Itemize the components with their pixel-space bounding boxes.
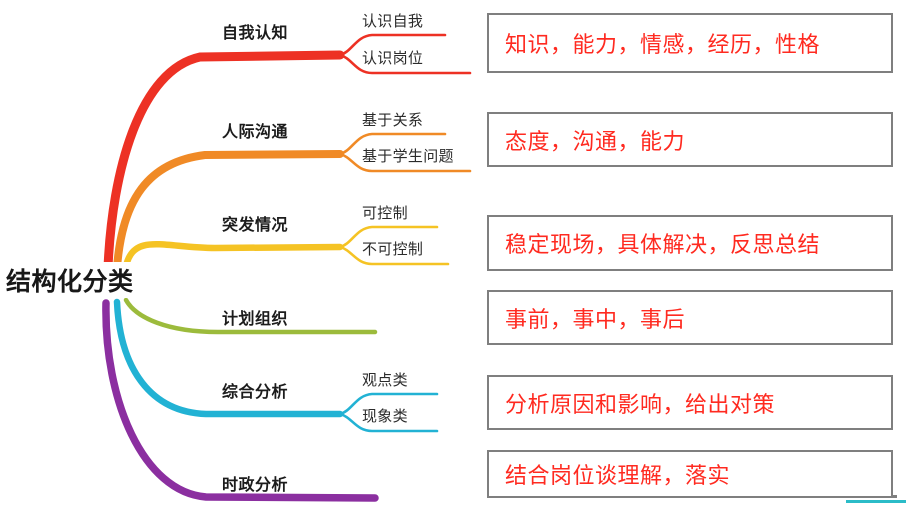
note-box-5[interactable]: 分析原因和影响，给出对策: [487, 375, 893, 430]
note-box-4[interactable]: 事前，事中，事后: [487, 290, 893, 345]
sub-label-3-2[interactable]: 不可控制: [362, 241, 424, 258]
branch-label-5[interactable]: 综合分析: [222, 384, 289, 401]
note-text-2: 态度，沟通，能力: [505, 128, 686, 154]
note-text-6: 结合岗位谈理解，落实: [505, 463, 731, 488]
sub-label-5-1[interactable]: 观点类: [362, 372, 408, 389]
branch-label-6[interactable]: 时政分析: [222, 477, 289, 494]
note-box-6[interactable]: 结合岗位谈理解，落实: [487, 450, 893, 498]
branch-label-4[interactable]: 计划组织: [222, 311, 289, 328]
sub-label-1-1[interactable]: 认识自我: [362, 13, 424, 30]
branch-label-1[interactable]: 自我认知: [222, 25, 289, 42]
note-box-3[interactable]: 稳定现场，具体解决，反思总结: [487, 215, 893, 271]
sub-label-2-2[interactable]: 基于学生问题: [362, 148, 454, 165]
branch-curve-1: [103, 50, 345, 273]
note-text-1: 知识，能力，情感，经历，性格: [505, 32, 821, 57]
sub-label-1-2[interactable]: 认识岗位: [362, 50, 424, 67]
sub-label-3-1[interactable]: 可控制: [362, 205, 408, 222]
note-box-1[interactable]: 知识，能力，情感，经历，性格: [487, 13, 893, 73]
sub-label-2-1[interactable]: 基于关系: [362, 112, 424, 129]
note-text-3: 稳定现场，具体解决，反思总结: [505, 232, 821, 257]
branch-label-2[interactable]: 人际沟通: [222, 124, 289, 141]
branch-label-3[interactable]: 突发情况: [222, 217, 289, 234]
root-node-label: 结构化分类: [6, 268, 134, 296]
bottom-rule-teal: [846, 500, 906, 503]
note-text-4: 事前，事中，事后: [505, 306, 686, 332]
note-text-5: 分析原因和影响，给出对策: [505, 391, 776, 417]
note-box-2[interactable]: 态度，沟通，能力: [487, 112, 893, 167]
root-node[interactable]: 结构化分类: [6, 262, 171, 298]
sub-label-5-2[interactable]: 现象类: [362, 408, 408, 425]
